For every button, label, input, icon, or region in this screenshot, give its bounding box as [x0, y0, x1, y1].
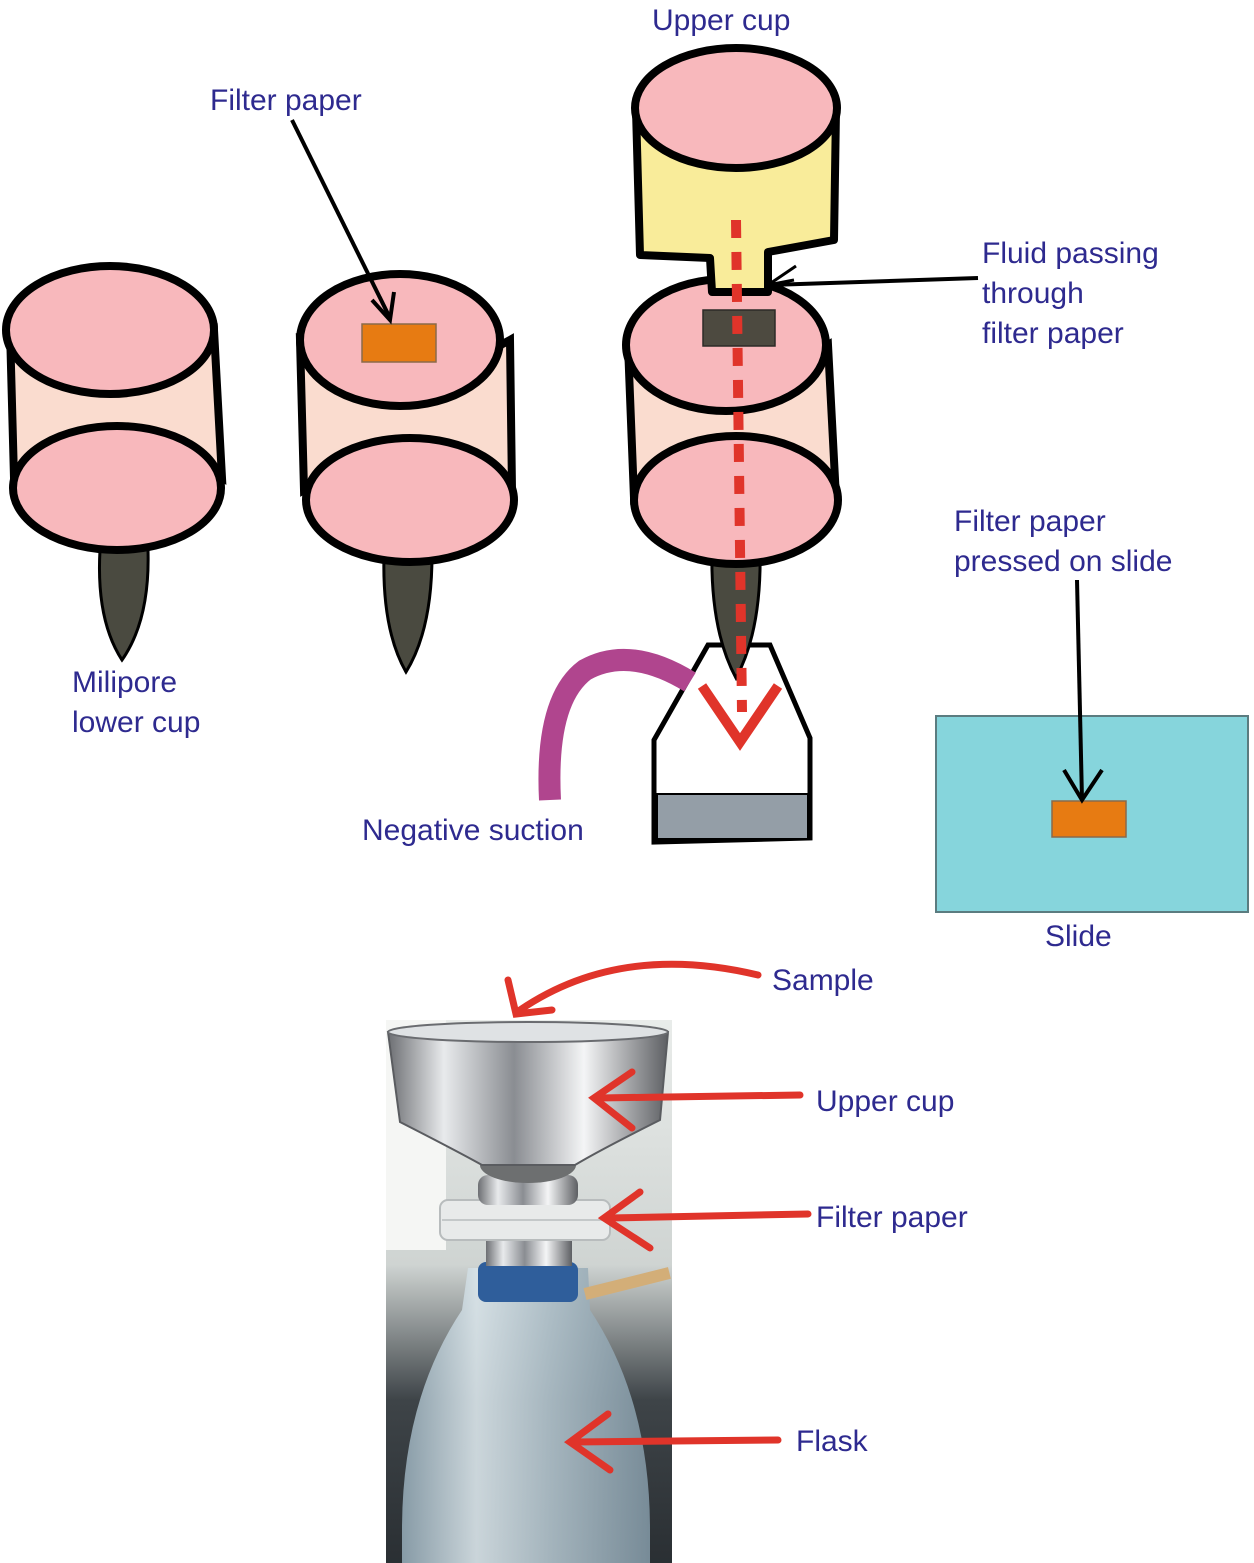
arrowhead-icon	[564, 1410, 614, 1474]
arrowhead-icon	[1062, 768, 1104, 804]
photo-funnel	[386, 1031, 670, 1166]
cup-stem	[382, 553, 434, 675]
photo-rubber-stopper	[478, 1262, 578, 1302]
arrow-flask	[570, 1436, 782, 1446]
diagram-labels: Upper cup Filter paper Fluid passing thr…	[72, 4, 1172, 953]
label-slide: Slide	[1045, 920, 1112, 953]
cup-top-rim	[2, 262, 218, 398]
flask-liquid	[656, 793, 809, 840]
arrow-fluid	[769, 276, 979, 287]
arrowhead-icon	[588, 1068, 636, 1132]
photo-arrows	[504, 960, 812, 1474]
arrowhead-icon	[370, 291, 396, 325]
pointer-arrows	[290, 119, 1104, 804]
label-fluid-line1: Fluid passing	[982, 237, 1159, 270]
arrow-filter-paper	[290, 119, 392, 319]
upper-cup-top-rim	[631, 44, 841, 172]
cup-bottom-rim	[302, 434, 518, 566]
photo-clamp	[478, 1175, 578, 1205]
label-filter-paper: Filter paper	[210, 84, 362, 117]
apparatus-photo	[386, 1020, 672, 1563]
milipore-lower-cup	[2, 262, 227, 663]
label-fluid-line3: filter paper	[982, 317, 1124, 350]
arrow-filter-paper-photo	[604, 1210, 812, 1222]
filter-paper-piece	[361, 323, 437, 363]
label-fluid-line2: through	[982, 277, 1084, 310]
label-pressed-line2: pressed on slide	[954, 545, 1172, 578]
label-photo-upper-cup: Upper cup	[816, 1085, 954, 1118]
label-upper-cup: Upper cup	[652, 4, 790, 37]
label-negative-suction: Negative suction	[362, 814, 584, 847]
label-pressed-line1: Filter paper	[954, 505, 1106, 538]
arrowhead-icon	[597, 1188, 654, 1252]
photo-glass-stick	[583, 1267, 671, 1300]
arrow-pressed	[1075, 579, 1084, 801]
photo-labels: Sample Upper cup Filter paper Flask	[772, 964, 968, 1458]
cup-bottom-rim	[630, 432, 842, 568]
cup-bottom-rim	[9, 422, 225, 554]
label-sample: Sample	[772, 964, 874, 997]
suction-tube	[538, 649, 696, 801]
cup-stem	[98, 548, 150, 663]
glass-slide	[935, 715, 1249, 913]
label-milipore-line2: lower cup	[72, 706, 200, 739]
arrow-sample	[516, 960, 762, 1014]
photo-funnel-rim	[387, 1021, 669, 1043]
arrowhead-icon	[504, 976, 556, 1018]
cup-with-filter-paper	[295, 270, 518, 675]
label-flask: Flask	[796, 1425, 869, 1458]
label-photo-filter-paper: Filter paper	[816, 1201, 968, 1234]
label-milipore-line1: Milipore	[72, 666, 177, 699]
assembled-apparatus	[538, 44, 842, 845]
drip-v-icon	[697, 683, 783, 751]
photo-flask	[402, 1268, 650, 1563]
arrowhead-icon	[767, 264, 797, 287]
pressed-filter-paper	[1051, 800, 1127, 838]
arrow-upper-cup	[594, 1091, 804, 1102]
